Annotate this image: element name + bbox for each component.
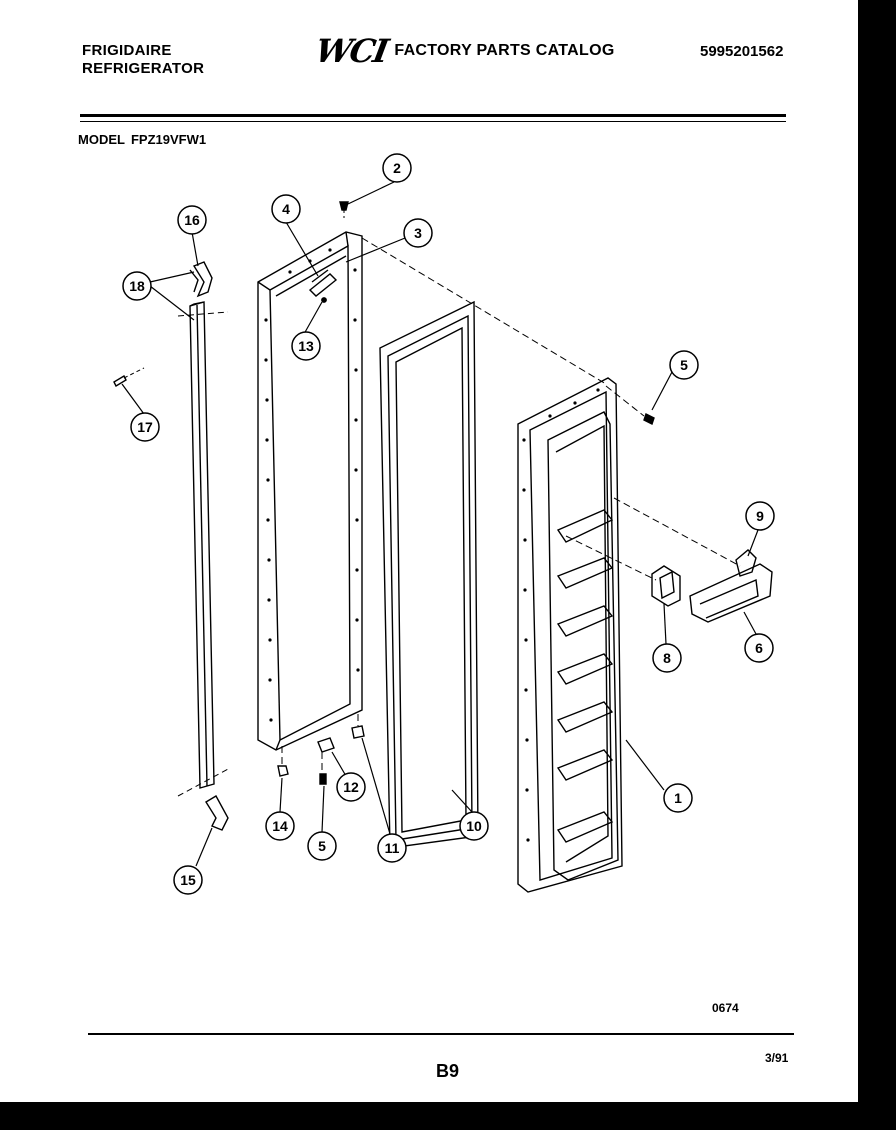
callout-bubbles: 2 16 4 3 18 13	[122, 153, 775, 895]
lower-hinge-part	[177, 767, 231, 831]
catalog-page: FRIGIDAIRE REFRIGERATOR WCI FACTORY PART…	[0, 0, 858, 1102]
upper-hinge-part	[189, 261, 213, 298]
svg-text:18: 18	[129, 278, 145, 294]
svg-text:14: 14	[272, 818, 288, 834]
drawing-number: 0674	[712, 1001, 739, 1015]
header-rule	[80, 114, 786, 117]
callout-4: 4	[271, 194, 301, 224]
callout-13: 13	[291, 331, 321, 361]
screw-part-17	[113, 367, 145, 387]
catalog-title: FACTORY PARTS CATALOG	[394, 42, 615, 59]
door-shell-part	[517, 377, 623, 893]
leader-lines	[121, 181, 759, 867]
callout-5-upper: 5	[669, 350, 699, 380]
catalog-heading: WCI FACTORY PARTS CATALOG	[313, 32, 615, 70]
svg-text:3: 3	[414, 225, 422, 241]
header-rule-thin	[80, 121, 786, 122]
callout-9: 9	[745, 501, 775, 531]
callout-10: 10	[459, 811, 489, 841]
svg-text:17: 17	[137, 419, 153, 435]
model-label: MODEL	[78, 132, 125, 147]
callout-14: 14	[265, 811, 295, 841]
callout-6: 6	[744, 633, 774, 663]
hinge-part-8	[651, 565, 681, 607]
revision-date: 3/91	[765, 1051, 789, 1065]
svg-text:13: 13	[298, 338, 314, 354]
screw-part-5-upper	[643, 413, 655, 425]
screw-part-13	[321, 297, 327, 303]
callout-5-lower: 5	[307, 831, 337, 861]
callout-11: 11	[377, 833, 407, 863]
catalog-part-number: 5995201562	[700, 43, 784, 60]
svg-text:8: 8	[663, 650, 671, 666]
brand-block: FRIGIDAIRE REFRIGERATOR	[82, 42, 204, 78]
page-number: B9	[436, 1061, 460, 1081]
callout-8: 8	[652, 643, 682, 673]
callout-18: 18	[122, 271, 152, 301]
svg-text:10: 10	[466, 818, 482, 834]
svg-text:5: 5	[680, 357, 688, 373]
model-number: FPZ19VFW1	[130, 132, 207, 147]
callout-12: 12	[336, 772, 366, 802]
svg-text:5: 5	[318, 838, 326, 854]
footer-rule	[88, 1033, 794, 1035]
door-gasket-part	[379, 300, 479, 849]
small-parts-bottom	[277, 725, 365, 785]
callout-16: 16	[177, 205, 207, 235]
trim-strip-part	[177, 301, 229, 789]
svg-text:15: 15	[180, 872, 196, 888]
door-handle-part-6	[689, 549, 773, 623]
assembly-lines	[281, 237, 741, 772]
handle-part-4	[308, 269, 338, 297]
exploded-parts-diagram: 2 16 4 3 18 13	[113, 153, 775, 895]
callout-15: 15	[173, 865, 203, 895]
model-line: MODEL FPZ19VFW1	[78, 132, 206, 147]
callout-2: 2	[382, 153, 412, 183]
svg-text:12: 12	[343, 779, 359, 795]
product-name: REFRIGERATOR	[82, 60, 205, 77]
callout-17: 17	[130, 412, 160, 442]
svg-text:1: 1	[674, 790, 682, 806]
svg-text:11: 11	[385, 840, 400, 856]
brand-name: FRIGIDAIRE	[82, 42, 172, 59]
callout-3: 3	[403, 218, 433, 248]
svg-text:16: 16	[184, 212, 200, 228]
svg-text:6: 6	[755, 640, 763, 656]
svg-text:2: 2	[393, 160, 401, 176]
svg-text:4: 4	[282, 201, 290, 217]
screw-part-2	[339, 201, 349, 218]
callout-1: 1	[663, 783, 693, 813]
svg-text:9: 9	[756, 508, 764, 524]
door-liner-part	[257, 231, 363, 751]
